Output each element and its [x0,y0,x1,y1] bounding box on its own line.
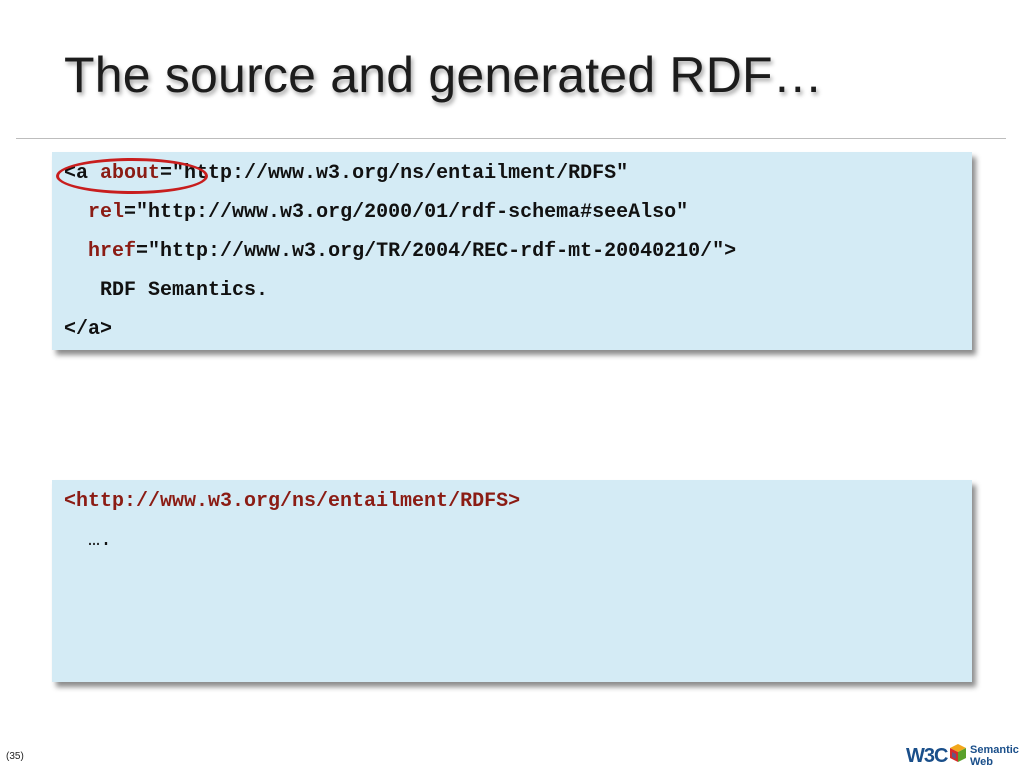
attr-rel: rel [88,201,125,224]
attr-href: href [88,240,137,263]
cube-icon [950,744,966,762]
indent [64,240,88,263]
code-line-2: rel="http://www.w3.org/2000/01/rdf-schem… [64,201,688,224]
w3c-semantic-web-logo: W3C Semantic Web [906,744,1019,768]
rel-value: ="http://www.w3.org/2000/01/rdf-schema#s… [124,201,689,224]
about-value: ="http://www.w3.org/ns/entailment/RDFS" [160,162,629,185]
slide-title: The source and generated RDF… [64,47,823,103]
web-text: Web [970,756,993,768]
semantic-text: Semantic [970,744,1019,756]
w3c-logo-text: W3C [906,745,948,767]
code-line-3: href="http://www.w3.org/TR/2004/REC-rdf-… [64,240,736,263]
about-highlight-ellipse [56,158,208,194]
generated-line-2: …. [64,529,113,552]
page-number: (35) [6,751,24,762]
code-line-4: RDF Semantics. [64,279,269,302]
source-code-box: <a about="http://www.w3.org/ns/entailmen… [52,152,972,350]
code-line-5: </a> [64,318,113,341]
indent [64,201,88,224]
title-divider [16,138,1006,139]
generated-line-1: <http://www.w3.org/ns/entailment/RDFS> [64,490,521,513]
href-value: ="http://www.w3.org/TR/2004/REC-rdf-mt-2… [136,240,737,263]
generated-rdf-box: <http://www.w3.org/ns/entailment/RDFS> …… [52,480,972,682]
